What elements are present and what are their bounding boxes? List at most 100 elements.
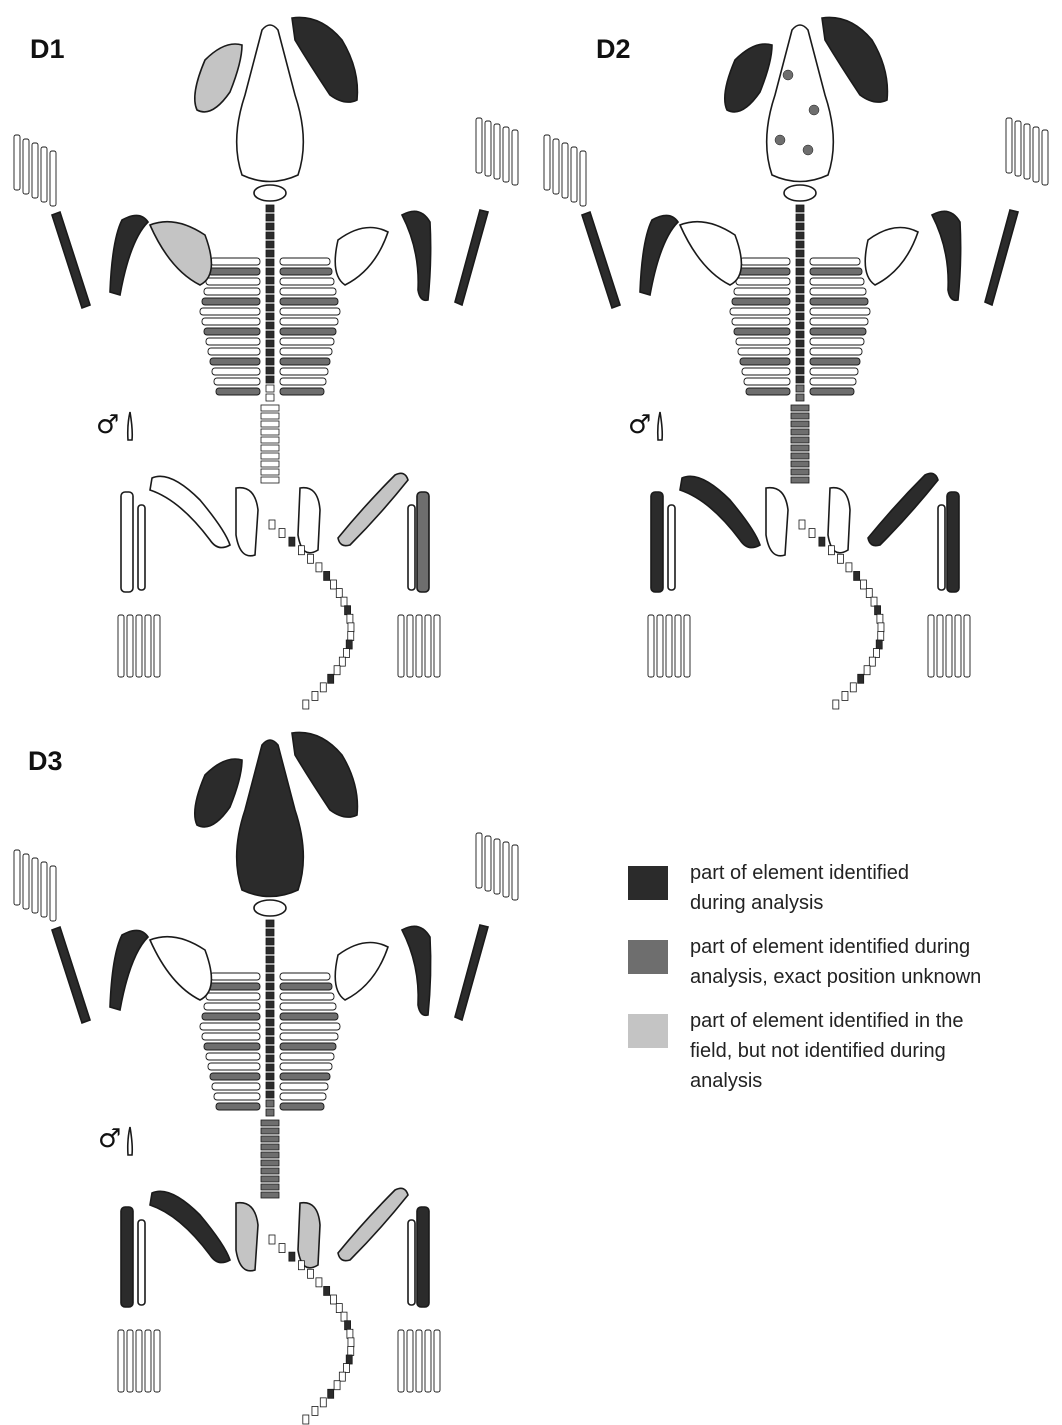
- pelvis-left: [236, 488, 258, 556]
- forepaw-digit-left: [14, 135, 20, 190]
- tibia-right: [417, 1207, 429, 1307]
- legend-swatch-identified: [628, 866, 668, 900]
- rib-left: [742, 368, 790, 375]
- rib-left: [204, 288, 260, 295]
- forepaw-digit-right: [485, 121, 491, 176]
- caudal-vertebra: [320, 683, 326, 692]
- forepaw-digit-right: [512, 130, 518, 185]
- rib-right: [810, 378, 856, 385]
- rib-right: [280, 1073, 330, 1080]
- hindpaw-digit-left: [136, 1330, 142, 1392]
- caudal-vertebra: [324, 1286, 330, 1295]
- vertebra: [266, 1010, 274, 1017]
- caudal-vertebra: [334, 666, 340, 675]
- forepaw-digit-left: [571, 147, 577, 202]
- caudal-vertebra: [303, 700, 309, 709]
- caudal-vertebra: [279, 1244, 285, 1253]
- forearm-left: [52, 212, 90, 308]
- hindpaw-digit-left: [675, 615, 681, 677]
- caudal-vertebra: [876, 640, 882, 649]
- lumbar-vertebra: [791, 469, 809, 475]
- caudal-vertebra: [307, 1269, 313, 1278]
- tibia-right: [417, 492, 429, 592]
- forepaw-digit-left: [23, 139, 29, 194]
- fibula-right: [938, 505, 945, 590]
- vertebra: [796, 385, 804, 392]
- rib-left: [200, 1023, 260, 1030]
- caudal-vertebra: [336, 1304, 342, 1313]
- male-symbol-d3: ♂: [98, 1124, 121, 1154]
- rib-right: [280, 1033, 338, 1040]
- caudal-vertebra: [298, 1261, 304, 1270]
- forepaw-digit-left: [580, 151, 586, 206]
- vertebra: [266, 956, 274, 963]
- rib-left: [214, 1093, 260, 1100]
- vertebra: [266, 205, 274, 212]
- forepaw-digit-left: [50, 151, 56, 206]
- vertebra: [796, 295, 804, 302]
- legend: part of element identified during analys…: [628, 858, 1048, 1110]
- hindpaw-digit-right: [937, 615, 943, 677]
- hindpaw-digit-right: [425, 615, 431, 677]
- caudal-vertebra: [348, 1338, 354, 1347]
- caudal-vertebra: [328, 674, 334, 683]
- forepaw-digit-left: [32, 143, 38, 198]
- rib-right: [280, 258, 330, 265]
- caudal-vertebra: [303, 1415, 309, 1424]
- rib-left: [730, 308, 790, 315]
- caudal-vertebra: [346, 640, 352, 649]
- caudal-vertebra: [799, 520, 805, 529]
- legend-line: field, but not identified during: [690, 1036, 964, 1066]
- hindpaw-digit-right: [955, 615, 961, 677]
- lumbar-vertebra: [261, 1192, 279, 1198]
- forearm-left: [582, 212, 620, 308]
- lumbar-vertebra: [791, 461, 809, 467]
- caudal-vertebra: [347, 1329, 353, 1338]
- caudal-vertebra: [289, 537, 295, 546]
- lumbar-vertebra: [261, 429, 279, 435]
- hindpaw-digit-right: [928, 615, 934, 677]
- lumbar-vertebra: [791, 405, 809, 411]
- caudal-vertebra: [866, 589, 872, 598]
- vertebra: [266, 331, 274, 338]
- caudal-vertebra: [289, 1252, 295, 1261]
- hindpaw-digit-right: [434, 1330, 440, 1392]
- rib-left: [734, 288, 790, 295]
- rib-right: [810, 288, 866, 295]
- vertebra: [266, 1064, 274, 1071]
- rib-right: [280, 1043, 336, 1050]
- mandible-left: [195, 44, 242, 112]
- pelvis-right: [828, 488, 850, 553]
- vertebra: [266, 1100, 274, 1107]
- caudal-vertebra: [850, 683, 856, 692]
- legend-swatch-field-only: [628, 1014, 668, 1048]
- rib-right: [280, 1103, 324, 1110]
- caudal-vertebra: [343, 649, 349, 658]
- forepaw-digit-left: [553, 139, 559, 194]
- rib-left: [204, 1003, 260, 1010]
- humerus-right: [932, 211, 961, 300]
- legend-item-identified: part of element identified during analys…: [628, 858, 1048, 918]
- vertebra: [266, 277, 274, 284]
- rib-left: [202, 1013, 260, 1020]
- caudal-vertebra: [846, 563, 852, 572]
- rib-right: [280, 1093, 326, 1100]
- caudal-vertebra: [269, 1235, 275, 1244]
- atlas: [784, 185, 816, 201]
- rib-left: [208, 983, 260, 990]
- scapula-left: [680, 222, 741, 285]
- vertebra: [266, 295, 274, 302]
- forepaw-digit-right: [1015, 121, 1021, 176]
- rib-left: [202, 298, 260, 305]
- vertebra: [266, 1109, 274, 1116]
- lumbar-vertebra: [261, 477, 279, 483]
- caudal-vertebra: [871, 597, 877, 606]
- hindpaw-digit-left: [136, 615, 142, 677]
- skull-fragment: [809, 105, 819, 115]
- humerus-left: [110, 215, 148, 295]
- male-symbol-d1: ♂: [96, 410, 119, 440]
- hindpaw-digit-left: [118, 1330, 124, 1392]
- lumbar-vertebra: [791, 413, 809, 419]
- skull-fragment: [803, 145, 813, 155]
- rib-left: [744, 378, 790, 385]
